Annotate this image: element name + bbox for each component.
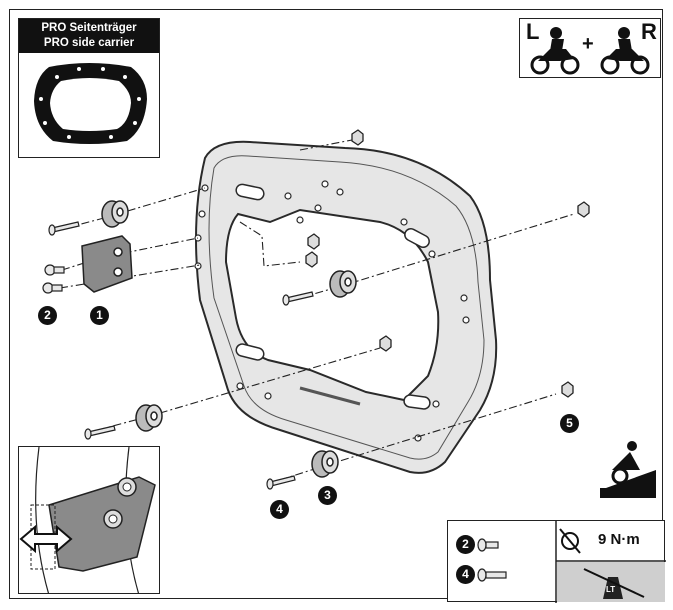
spec-bolt-icon: [477, 538, 507, 582]
double-arrow-icon: [19, 524, 73, 554]
spacer-icon: [329, 270, 357, 298]
torque-value: 9 N·m: [598, 531, 640, 548]
product-title-de: PRO Seitenträger: [41, 22, 137, 34]
side-carrier-plate: [194, 140, 498, 474]
small-bolt-icon: [42, 264, 65, 294]
spec-badge-4: 4: [456, 565, 475, 584]
carrier-thumbnail-icon: [34, 63, 147, 144]
spec-badge-2: 2: [456, 535, 475, 554]
right-letter: R: [641, 19, 657, 44]
detail-inset: [18, 446, 160, 594]
callout-2: 2: [38, 306, 57, 325]
bolt-icon: [266, 475, 296, 490]
callout-3: 3: [318, 486, 337, 505]
spacer-icon: [101, 200, 129, 228]
bolt-head-icon: [103, 477, 137, 529]
motorcycle-right-icon: [600, 27, 650, 75]
nut-icon: [305, 129, 590, 398]
diagram-frame: [9, 9, 663, 599]
product-title: PRO Seitenträger PRO side carrier: [19, 19, 159, 53]
bolt-icon: [282, 291, 314, 306]
left-letter: L: [526, 19, 540, 44]
plus-sign: +: [582, 33, 594, 55]
bolt-icon: [84, 425, 116, 440]
motorcycle-left-icon: [530, 27, 580, 75]
assembly-line: [65, 187, 206, 229]
bolt-icon: [48, 221, 80, 236]
motorcycle-rider-icon: [600, 441, 656, 498]
loctite-mark: LT: [606, 585, 616, 594]
threadlocker-icon: [557, 562, 665, 602]
torque-spec-table: 2 4 9 N·m LT: [447, 520, 666, 603]
spacer-icon: [135, 404, 163, 432]
callout-1: 1: [90, 306, 109, 325]
no-impact-wrench-icon: [559, 528, 581, 554]
mounting-bracket: [81, 235, 133, 293]
callout-4: 4: [270, 500, 289, 519]
product-inset: PRO Seitenträger PRO side carrier: [18, 18, 160, 158]
assembly-line: [299, 139, 353, 151]
left-right-inset: L + R: [519, 18, 661, 78]
spacer-icon: [311, 450, 339, 478]
product-title-en: PRO side carrier: [43, 37, 135, 49]
callout-5: 5: [560, 414, 579, 433]
